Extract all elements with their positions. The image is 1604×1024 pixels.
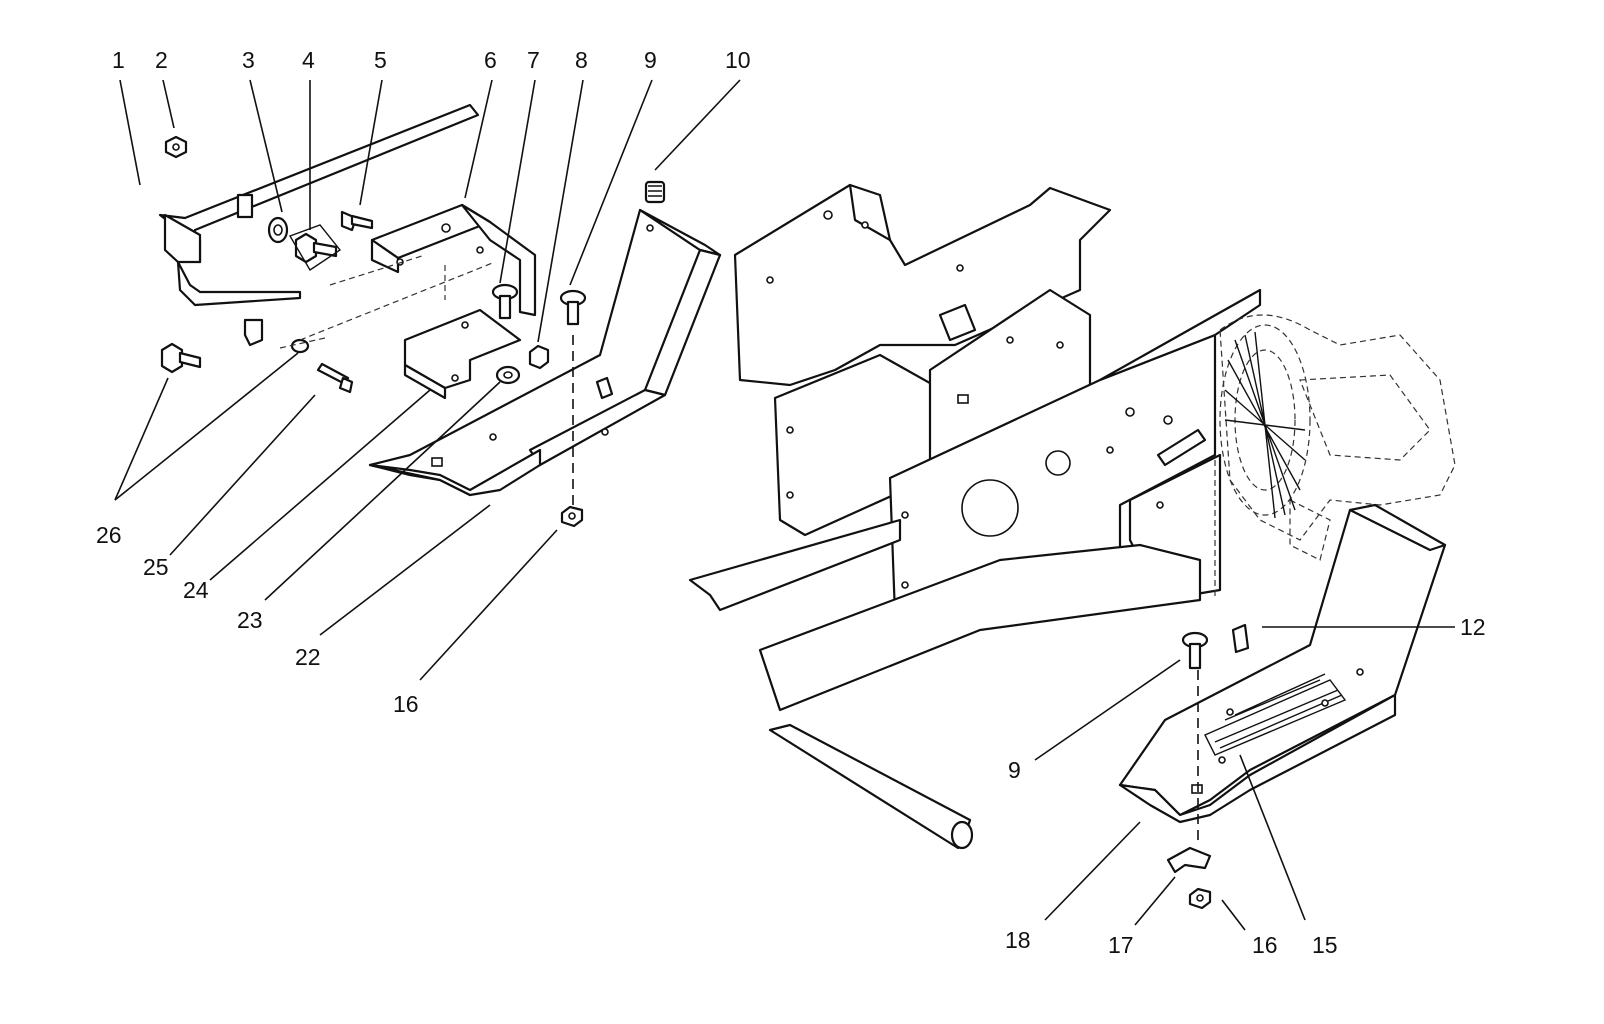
part-1-bracket bbox=[158, 103, 480, 347]
frame-assembly bbox=[688, 183, 1262, 850]
engine-phantom bbox=[1219, 314, 1456, 561]
part-16-nut-left bbox=[560, 505, 584, 528]
callout-18: 18 bbox=[1005, 927, 1031, 953]
part-26-bolt bbox=[160, 342, 202, 374]
part-9-carriage-bolt-top bbox=[559, 289, 587, 326]
callout-8: 8 bbox=[575, 47, 588, 73]
callout-6: 6 bbox=[484, 47, 497, 73]
part-10-knob bbox=[644, 180, 666, 204]
callout-22: 22 bbox=[295, 644, 321, 670]
part-12-clip bbox=[1231, 623, 1250, 654]
callout-23: 23 bbox=[237, 607, 263, 633]
callout-3: 3 bbox=[242, 47, 255, 73]
callout-labels: 1 2 3 4 5 6 7 8 9 10 12 9 26 25 24 23 22… bbox=[96, 47, 1486, 958]
callout-16-right: 16 bbox=[1252, 932, 1278, 958]
part-15-right-footrest bbox=[1118, 503, 1447, 824]
part-9-carriage-bolt-right bbox=[1181, 631, 1209, 670]
part-22-left-footrest bbox=[368, 208, 722, 497]
part-25-long-bolt bbox=[290, 338, 354, 394]
part-3-washer bbox=[267, 216, 289, 244]
callout-10: 10 bbox=[725, 47, 751, 73]
part-17-clamp bbox=[1166, 846, 1212, 874]
callout-4: 4 bbox=[302, 47, 315, 73]
callout-12: 12 bbox=[1460, 614, 1486, 640]
part-4-bolt bbox=[288, 224, 342, 271]
callout-2: 2 bbox=[155, 47, 168, 73]
part-24-lower-bracket bbox=[403, 308, 522, 400]
callout-7: 7 bbox=[527, 47, 540, 73]
part-7-carriage-bolt bbox=[491, 283, 519, 320]
callout-15: 15 bbox=[1312, 932, 1338, 958]
callout-9-top: 9 bbox=[644, 47, 657, 73]
callout-16-left: 16 bbox=[393, 691, 419, 717]
callout-25: 25 bbox=[143, 554, 169, 580]
part-8-nut bbox=[528, 344, 550, 370]
leader-lines bbox=[114, 79, 1455, 931]
callout-9-right: 9 bbox=[1008, 757, 1021, 783]
part-16-nut-right bbox=[1188, 887, 1212, 910]
callout-17: 17 bbox=[1108, 932, 1134, 958]
part-5-screw bbox=[340, 210, 374, 232]
callout-5: 5 bbox=[374, 47, 387, 73]
part-2-nut bbox=[164, 135, 188, 159]
part-23-washer bbox=[495, 365, 521, 385]
callout-1: 1 bbox=[112, 47, 125, 73]
callout-26: 26 bbox=[96, 522, 122, 548]
callout-24: 24 bbox=[183, 577, 209, 603]
part-6-angle-bracket bbox=[370, 203, 537, 317]
